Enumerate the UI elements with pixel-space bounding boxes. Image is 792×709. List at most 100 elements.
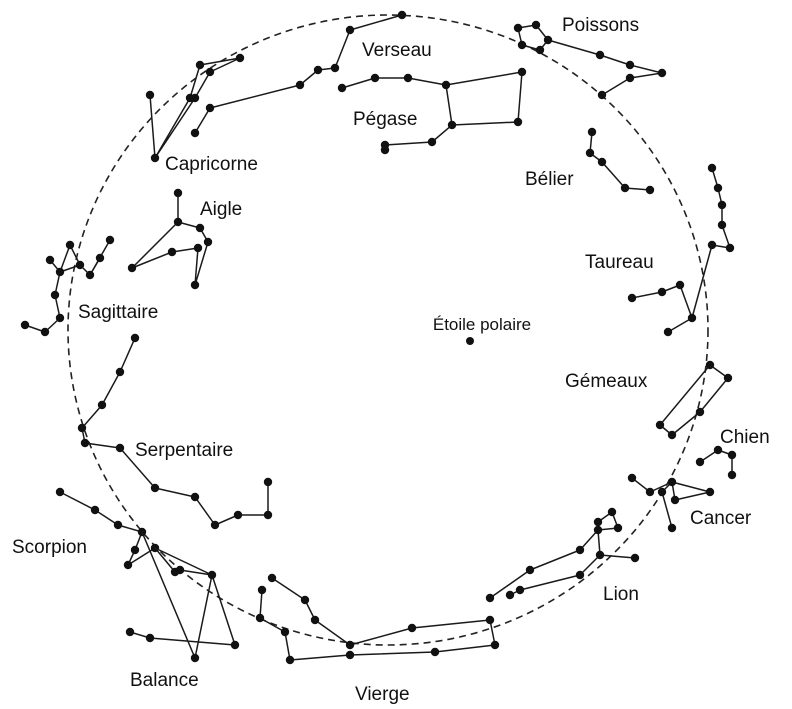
label-balance: Balance xyxy=(130,670,199,691)
star xyxy=(645,487,655,497)
star xyxy=(517,40,527,50)
star xyxy=(625,73,635,83)
star xyxy=(535,45,545,55)
star xyxy=(105,235,115,245)
polaris-star xyxy=(466,337,474,345)
star xyxy=(403,73,413,83)
star xyxy=(597,90,607,100)
constellation-line xyxy=(667,317,693,333)
star xyxy=(55,313,65,323)
constellation-line xyxy=(659,364,729,436)
star xyxy=(531,20,541,30)
star xyxy=(65,240,75,250)
star xyxy=(707,240,717,250)
star xyxy=(345,25,355,35)
star xyxy=(150,483,160,493)
star xyxy=(203,237,213,247)
label-pegase: Pégase xyxy=(353,109,417,130)
star xyxy=(490,640,500,650)
constellation-poissons xyxy=(513,20,667,100)
constellation-gemeaux xyxy=(655,360,733,440)
star xyxy=(263,510,273,520)
star xyxy=(663,327,673,337)
star xyxy=(40,327,50,337)
star xyxy=(173,188,183,198)
star xyxy=(593,525,603,535)
star xyxy=(515,585,525,595)
constellation-balance xyxy=(125,531,240,663)
constellation-sagittaire xyxy=(20,235,115,337)
star xyxy=(670,495,680,505)
star xyxy=(263,477,273,487)
constellation-scorpion xyxy=(55,487,180,577)
constellation-belier xyxy=(585,127,655,195)
star xyxy=(695,457,705,467)
star xyxy=(667,430,677,440)
star xyxy=(285,655,295,665)
constellation-capricorne xyxy=(145,53,245,163)
ecliptic-circle xyxy=(67,14,709,646)
star xyxy=(447,120,457,130)
star xyxy=(717,200,727,210)
star xyxy=(190,128,200,138)
star xyxy=(407,623,417,633)
label-aigle: Aigle xyxy=(200,199,242,220)
star xyxy=(607,507,617,517)
constellation-line xyxy=(547,39,663,96)
star xyxy=(127,263,137,273)
star xyxy=(657,68,667,78)
constellation-aigle xyxy=(127,188,213,290)
label-gemeaux: Gémeaux xyxy=(565,371,648,392)
star xyxy=(77,423,87,433)
star xyxy=(505,590,515,600)
star xyxy=(55,267,65,277)
star xyxy=(517,67,527,77)
star xyxy=(613,523,623,533)
star xyxy=(667,523,677,533)
star xyxy=(345,650,355,660)
star xyxy=(167,247,177,257)
star xyxy=(267,573,277,583)
star xyxy=(645,185,655,195)
star xyxy=(727,450,737,460)
star xyxy=(123,560,133,570)
star xyxy=(587,127,597,137)
constellation-pegase xyxy=(337,67,527,155)
label-sagittaire: Sagittaire xyxy=(78,302,158,323)
star xyxy=(173,217,183,227)
star xyxy=(380,145,390,155)
star xyxy=(235,53,245,63)
star xyxy=(205,103,215,113)
star xyxy=(207,570,217,580)
star xyxy=(705,487,715,497)
constellation-line xyxy=(259,577,496,661)
constellation-vierge xyxy=(255,573,500,665)
label-verseau: Verseau xyxy=(362,40,432,61)
constellation-line xyxy=(699,449,733,476)
star xyxy=(20,320,30,330)
star xyxy=(295,80,305,90)
star xyxy=(257,585,267,595)
star xyxy=(233,510,243,520)
star xyxy=(195,60,205,70)
star xyxy=(705,360,715,370)
label-vierge: Vierge xyxy=(355,684,410,705)
star xyxy=(441,80,451,90)
star xyxy=(597,157,607,167)
star xyxy=(657,287,667,297)
star xyxy=(115,443,125,453)
star xyxy=(145,90,155,100)
star xyxy=(50,290,60,300)
star xyxy=(313,65,323,75)
constellation-line xyxy=(81,337,269,526)
constellation-line xyxy=(509,554,601,596)
star xyxy=(55,487,65,497)
star xyxy=(45,255,55,265)
star xyxy=(150,153,160,163)
constellation-line xyxy=(79,239,111,276)
polaris-label: Étoile polaire xyxy=(433,315,531,334)
constellation-line xyxy=(341,71,523,126)
label-capricorne: Capricorne xyxy=(165,154,258,175)
star xyxy=(595,550,605,560)
